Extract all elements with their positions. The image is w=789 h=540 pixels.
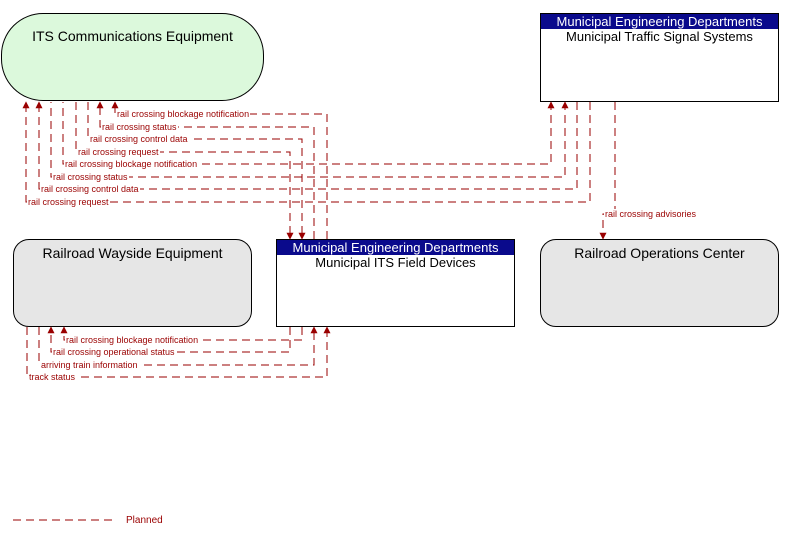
flow-line-f1 — [111, 101, 328, 239]
flow-label: track status — [28, 372, 77, 382]
railroad-wayside-equipment-title: Railroad Wayside Equipment — [42, 245, 223, 261]
flow-line-f7 — [35, 101, 578, 190]
legend-planned-label: Planned — [126, 515, 163, 526]
railroad-operations-center[interactable]: Railroad Operations Center — [540, 239, 779, 327]
flow-label: rail crossing advisories — [604, 209, 698, 219]
flow-label: rail crossing status — [52, 172, 129, 182]
field-devices-owner-header: Municipal Engineering Departments — [277, 240, 514, 255]
flow-line-f5 — [62, 101, 555, 165]
flow-line-f12 — [38, 326, 318, 366]
flow-line-f3 — [87, 102, 306, 240]
railroad-operations-center-title: Railroad Operations Center — [574, 245, 745, 261]
flow-label: rail crossing blockage notification — [64, 159, 199, 169]
flow-label: arriving train information — [40, 360, 139, 370]
flow-label: rail crossing blockage notification — [116, 109, 251, 119]
flow-line-f8 — [22, 101, 591, 203]
its-communications-equipment-title: ITS Communications Equipment — [32, 28, 233, 44]
municipal-traffic-signal-systems[interactable]: Municipal Engineering Departments Munici… — [540, 13, 779, 102]
field-devices-title: Municipal ITS Field Devices — [315, 255, 476, 270]
municipal-its-field-devices[interactable]: Municipal Engineering Departments Munici… — [276, 239, 515, 327]
flow-line-f6 — [50, 101, 569, 178]
flow-label: rail crossing blockage notification — [65, 335, 200, 345]
flow-label: rail crossing control data — [89, 134, 189, 144]
flow-label: rail crossing operational status — [52, 347, 176, 357]
flow-label: rail crossing request — [77, 147, 160, 157]
flow-line-f13 — [26, 326, 331, 378]
flow-label: rail crossing request — [27, 197, 110, 207]
traffic-signal-owner-header: Municipal Engineering Departments — [541, 14, 778, 29]
flow-line-f4 — [75, 102, 294, 240]
railroad-wayside-equipment[interactable]: Railroad Wayside Equipment — [13, 239, 252, 327]
its-communications-equipment[interactable]: ITS Communications Equipment — [1, 13, 264, 101]
traffic-signal-title: Municipal Traffic Signal Systems — [566, 29, 753, 44]
flow-line-f2 — [96, 101, 315, 239]
flow-label: rail crossing control data — [40, 184, 140, 194]
flow-label: rail crossing status — [101, 122, 178, 132]
